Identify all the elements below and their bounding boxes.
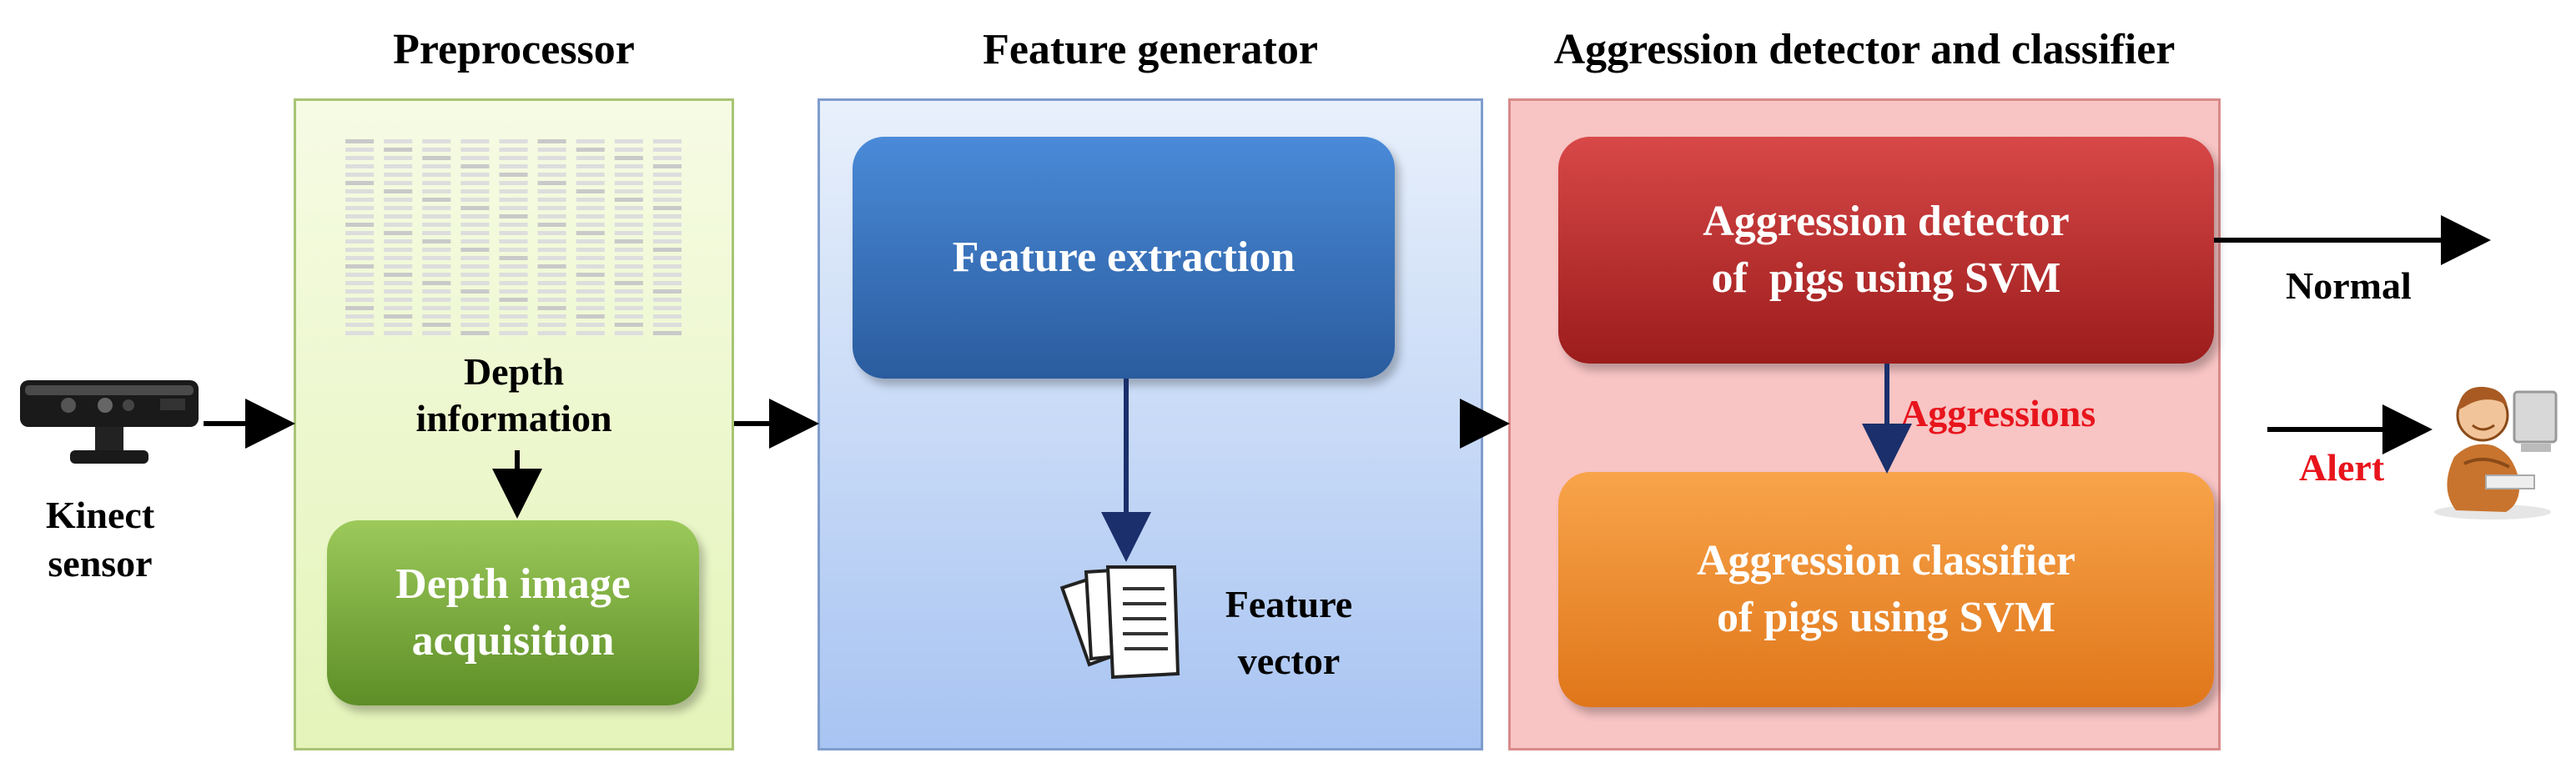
depth-data-table-icon: [342, 138, 688, 338]
depth-box-line2: acquisition: [411, 617, 615, 665]
detector-line2: of pigs using SVM: [1711, 254, 2061, 302]
normal-label: Normal: [2286, 264, 2412, 307]
detector-line1: Aggression detector: [1703, 198, 2070, 245]
feature-extraction-label: Feature extraction: [952, 233, 1296, 281]
preprocessor-title: Preprocessor: [393, 26, 635, 73]
kinect-label-line1: Kinect: [45, 494, 155, 536]
aggression-classifier-box: Aggression classifier of pigs using SVM: [1558, 472, 2214, 707]
feature-vector-line1: Feature: [1225, 583, 1353, 625]
depth-information-line1: Depth: [463, 350, 565, 393]
feature-extraction-box: Feature extraction: [853, 137, 1395, 379]
classifier-line1: Aggression classifier: [1697, 537, 2075, 585]
feature-vector-line2: vector: [1237, 640, 1341, 682]
classifier-line2: of pigs using SVM: [1717, 594, 2055, 641]
kinect-sensor-icon: [18, 374, 200, 474]
feature-generator-title: Feature generator: [983, 26, 1318, 73]
kinect-label-line2: sensor: [48, 542, 153, 585]
aggression-detector-box: Aggression detector of pigs using SVM: [1558, 137, 2214, 364]
documents-icon: [1053, 560, 1186, 684]
depth-box-line1: Depth image: [395, 560, 631, 608]
alert-label: Alert: [2299, 446, 2385, 489]
aggression-title: Aggression detector and classifier: [1553, 26, 2176, 73]
aggressions-label: Aggressions: [1900, 392, 2096, 434]
depth-information-line2: information: [415, 397, 612, 439]
depth-image-acquisition-box: Depth image acquisition: [327, 520, 699, 705]
operator-person-icon: [2434, 364, 2564, 522]
